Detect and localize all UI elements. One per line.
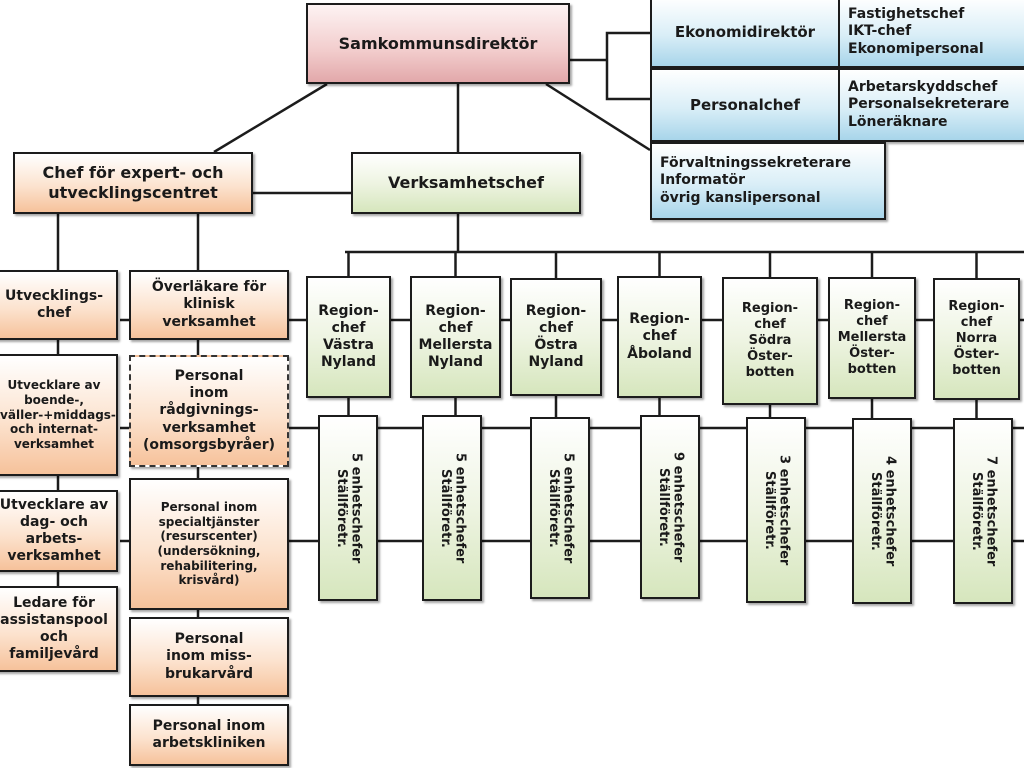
region-chef-label: Region- chef Mellersta Nyland	[418, 302, 493, 371]
unit-managers-box: 4 enhetschefer Ställföretr.	[852, 418, 912, 604]
ekonomi-staff-box: Fastighetschef IKT-chef Ekonomipersonal	[838, 0, 1024, 68]
ekonomidirektor-label: Ekonomidirektör	[674, 22, 816, 41]
personal-staff-label: Arbetarskyddschef Personalsekreterare Lö…	[848, 79, 1010, 130]
operations-chef-box: Verksamhetschef	[351, 152, 581, 214]
unit-managers-box: 5 enhetschefer Ställföretr.	[422, 415, 482, 601]
region-chef-box: Region- chef Åboland	[617, 276, 702, 398]
unit-managers-box: 5 enhetschefer Ställföretr.	[318, 415, 378, 601]
director-label: Samkommunsdirektör	[338, 33, 538, 53]
overlakare-label: Överläkare för klinisk verksamhet	[151, 279, 267, 330]
unit-managers-label: 4 enhetschefer Ställföretr.	[868, 455, 898, 567]
connector-director-kansli	[545, 82, 651, 152]
unit-managers-label: 9 enhetschefer Ställföretr.	[656, 451, 686, 563]
operations-chef-label: Verksamhetschef	[388, 173, 544, 193]
utvecklingschef-label: Utvecklings- chef	[4, 287, 104, 321]
region-chef-box: Region- chef Mellersta Nyland	[410, 276, 501, 398]
expert-chef-box: Chef för expert- och utvecklingscentret	[13, 152, 253, 214]
connector-admin-bracket	[605, 31, 650, 101]
specialtjanster-label: Personal inom specialtjänster (resurscen…	[157, 500, 261, 588]
region-chef-box: Region- chef Norra Öster- botten	[933, 278, 1020, 400]
missbrukarvard-label: Personal inom miss- brukarvård	[164, 631, 254, 682]
region-chef-label: Region- chef Östra Nyland	[525, 302, 587, 371]
unit-managers-box: 3 enhetschefer Ställföretr.	[746, 417, 806, 603]
personalchef-label: Personalchef	[689, 95, 800, 114]
utvecklare-boende-label: Utvecklare av boende-, kväller-+middags-…	[0, 378, 116, 451]
region-chef-label: Region- chef Norra Öster- botten	[948, 299, 1005, 378]
unit-managers-box: 7 enhetschefer Ställföretr.	[953, 418, 1013, 604]
unit-managers-label: 5 enhetschefer Ställföretr.	[334, 452, 364, 564]
personal-staff-box: Arbetarskyddschef Personalsekreterare Lö…	[838, 68, 1024, 142]
missbrukarvard-box: Personal inom miss- brukarvård	[129, 617, 289, 697]
kansli-staff-label: Förvaltningssekreterare Informatör övrig…	[660, 155, 852, 206]
ledare-assistanspool-box: Ledare för assistanspool och familjevård	[0, 586, 118, 672]
director-box: Samkommunsdirektör	[306, 3, 570, 84]
ekonomi-staff-label: Fastighetschef IKT-chef Ekonomipersonal	[848, 6, 984, 57]
overlakare-box: Överläkare för klinisk verksamhet	[129, 270, 289, 340]
utvecklare-dag-box: Utvecklare av dag- och arbets- verksamhe…	[0, 490, 118, 572]
specialtjanster-box: Personal inom specialtjänster (resurscen…	[129, 478, 289, 610]
radgivning-label: Personal inom rådgivnings- verksamhet (o…	[142, 368, 276, 453]
unit-managers-box: 5 enhetschefer Ställföretr.	[530, 417, 590, 599]
ledare-assistanspool-label: Ledare för assistanspool och familjevård	[0, 594, 108, 663]
utvecklare-boende-box: Utvecklare av boende-, kväller-+middags-…	[0, 354, 118, 476]
unit-managers-box: 9 enhetschefer Ställföretr.	[640, 415, 700, 599]
connector-director-expert	[213, 82, 328, 154]
region-chef-box: Region- chef Mellersta Öster- botten	[828, 277, 916, 399]
unit-managers-label: 3 enhetschefer Ställföretr.	[762, 454, 792, 566]
kansli-staff-box: Förvaltningssekreterare Informatör övrig…	[650, 142, 886, 220]
region-chef-box: Region- chef Södra Öster- botten	[722, 277, 818, 405]
unit-managers-label: 7 enhetschefer Ställföretr.	[969, 455, 999, 567]
utvecklingschef-box: Utvecklings- chef	[0, 270, 118, 340]
arbetskliniken-box: Personal inom arbetskliniken	[129, 704, 289, 766]
unit-managers-label: 5 enhetschefer Ställföretr.	[546, 452, 576, 564]
utvecklare-dag-label: Utvecklare av dag- och arbets- verksamhe…	[0, 496, 109, 565]
region-chef-label: Region- chef Västra Nyland	[318, 302, 379, 371]
expert-chef-label: Chef för expert- och utvecklingscentret	[42, 163, 224, 202]
region-chef-label: Region- chef Södra Öster- botten	[741, 301, 799, 380]
radgivning-box: Personal inom rådgivnings- verksamhet (o…	[129, 355, 289, 467]
region-chef-label: Region- chef Mellersta Öster- botten	[837, 298, 907, 377]
arbetskliniken-label: Personal inom arbetskliniken	[152, 717, 266, 751]
region-chef-box: Region- chef Västra Nyland	[306, 276, 391, 398]
ekonomidirektor-box: Ekonomidirektör	[650, 0, 840, 68]
unit-managers-label: 5 enhetschefer Ställföretr.	[438, 452, 468, 564]
personalchef-box: Personalchef	[650, 68, 840, 142]
region-chef-box: Region- chef Östra Nyland	[510, 278, 602, 396]
region-chef-label: Region- chef Åboland	[627, 311, 692, 362]
